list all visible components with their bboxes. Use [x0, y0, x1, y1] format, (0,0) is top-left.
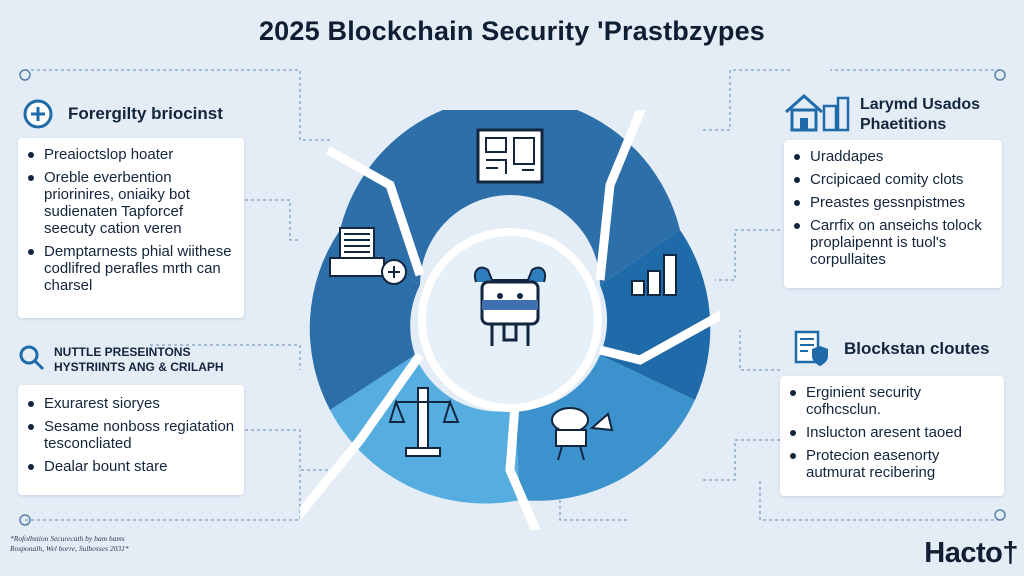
nutile-heading-line2: HYSTRIINTS ANG & CRILAPH: [54, 360, 224, 374]
central-diagram: [300, 110, 720, 530]
larymd-card: Uraddapes Crcipicaed comity clots Preast…: [784, 140, 1002, 288]
balance-scale-icon: [388, 387, 460, 457]
larymd-item: Carrfix on anseichs tolock proplaipennt …: [790, 217, 996, 268]
nutile-item: Sesame nonboss regiatation tesconcliated: [24, 418, 238, 452]
larymd-heading-line1: Larymd Usados: [860, 96, 981, 113]
engineer-icon: [551, 407, 614, 461]
blockstan-card: Erginient security cofhcsclun. Inslucton…: [780, 376, 1004, 496]
nutile-heading-line1: NUTTLE PRESEINTONS: [54, 345, 191, 359]
larymd-item: Uraddapes: [790, 148, 996, 165]
house-buildings-icon: [785, 93, 850, 132]
robot-icon: [474, 266, 546, 346]
bar-chart-icon: [631, 254, 677, 296]
page-title: 2025 Blockchain Security 'Prastbzypes: [258, 16, 766, 46]
search-icon: [19, 345, 45, 371]
nutile-item: Exurarest sioryes: [24, 395, 238, 412]
circuit-board-icon: [476, 128, 544, 184]
nutile-item: Dealar bount stare: [24, 458, 238, 475]
foresight-item: Oreble everbention priorinires, oniaiky …: [24, 169, 238, 237]
footnote-line1: *Rofolbstion Securecath by bam bams: [10, 534, 125, 543]
blockstan-item: Inslucton aresent taoed: [786, 424, 998, 441]
plus-circle-icon: [23, 99, 53, 129]
blockstan-item: Erginient security cofhcsclun.: [786, 384, 998, 418]
larymd-item: Preastes gessnpistmes: [790, 194, 996, 211]
foresight-item: Preaioctslop hoater: [24, 146, 238, 163]
foresight-card: Preaioctslop hoater Oreble everbention p…: [18, 138, 244, 318]
nutile-card: Exurarest sioryes Sesame nonboss regiata…: [18, 385, 244, 495]
server-printer-icon: [329, 227, 407, 285]
foresight-heading: Forergilty briocinst: [68, 104, 223, 123]
brand-logo: Hacto†: [924, 537, 1018, 569]
document-shield-icon: [794, 330, 828, 366]
footnote-line2: Rosponalh, Wel borre, Sulbosses 2031*: [10, 544, 129, 553]
blockstan-heading: Blockstan cloutes: [844, 339, 990, 358]
foresight-item: Demptarnests phial wiithese codlifred pe…: [24, 243, 238, 294]
larymd-heading-line2: Phaetitions: [860, 116, 947, 133]
segment-top: [340, 110, 680, 285]
blockstan-item: Protecion easenorty autmurat recibering: [786, 447, 998, 481]
footnote: *Rofolbstion Securecath by bam bams Rosp…: [10, 534, 129, 554]
larymd-item: Crcipicaed comity clots: [790, 171, 996, 188]
